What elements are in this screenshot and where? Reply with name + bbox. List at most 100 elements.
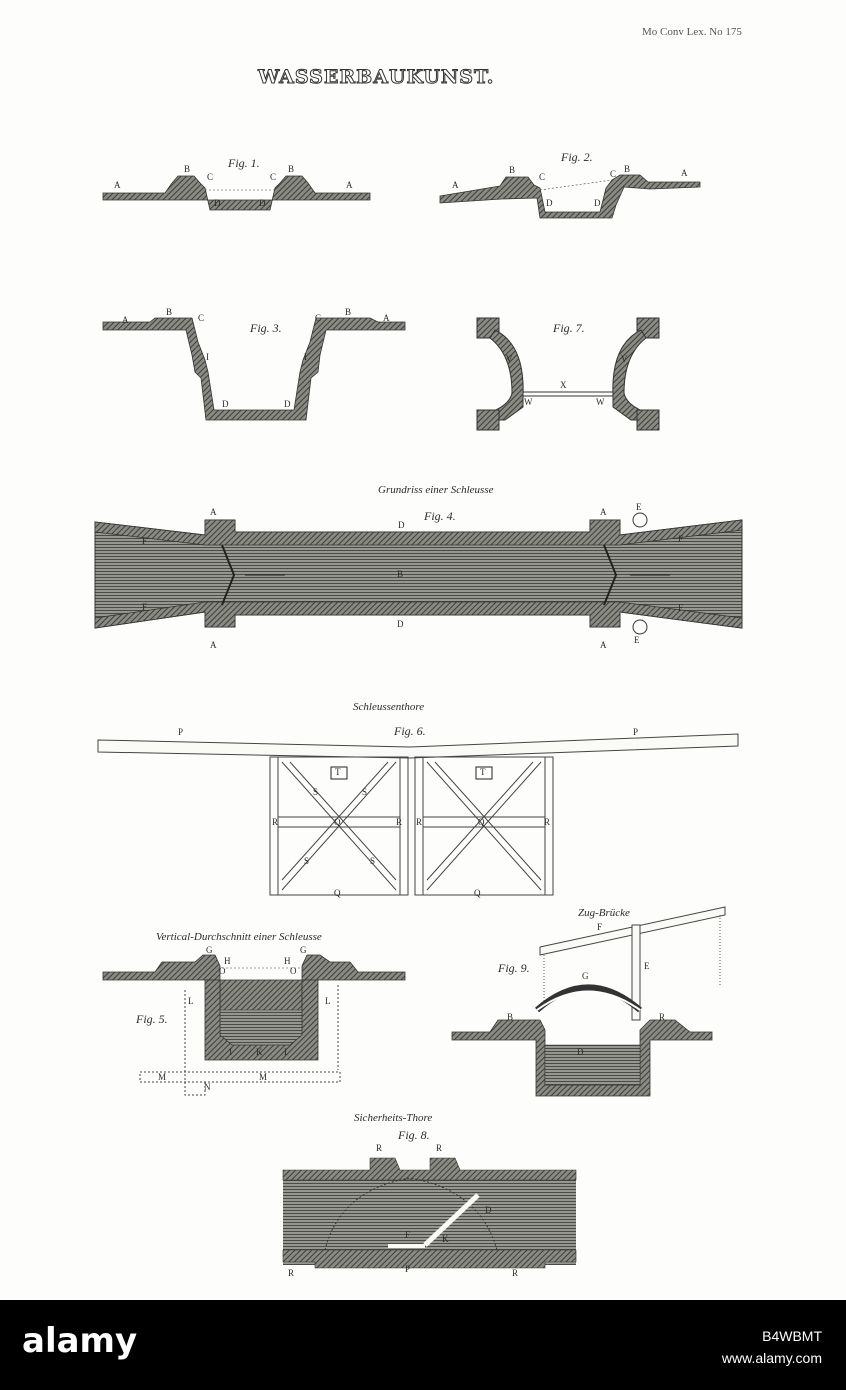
engraving-plate: WASSERBAUKUNST. Mo Conv Lex. No 175 Fig.… bbox=[94, 26, 743, 1278]
label-a: A bbox=[383, 313, 390, 323]
label-a: A bbox=[122, 315, 129, 325]
label-b: B bbox=[166, 307, 173, 317]
label-q: Q bbox=[334, 888, 341, 898]
label-s: S bbox=[313, 787, 319, 797]
fig8-safety-gates bbox=[282, 1157, 577, 1269]
label-h: H bbox=[224, 956, 231, 966]
plate-number: Mo Conv Lex. No 175 bbox=[642, 26, 742, 38]
label-c: C bbox=[270, 172, 277, 182]
label-d: D bbox=[398, 520, 405, 530]
label-r: R bbox=[272, 817, 279, 827]
fig5-heading: Vertical-Durchschnitt einer Schleusse bbox=[156, 931, 322, 943]
stock-url: www.alamy.com bbox=[721, 1350, 822, 1366]
label-n: N bbox=[204, 1082, 211, 1092]
label-v: V bbox=[506, 354, 513, 364]
label-h: H bbox=[284, 956, 291, 966]
label-q: Q bbox=[478, 817, 485, 827]
fig6-caption: Fig. 6. bbox=[394, 724, 426, 738]
label-c: C bbox=[315, 313, 322, 323]
fig8-heading: Sicherheits-Thore bbox=[354, 1112, 433, 1124]
fig3-canal-profile bbox=[102, 317, 406, 421]
fig2-water-line bbox=[539, 179, 613, 191]
label-b: B bbox=[624, 164, 631, 174]
label-b: B bbox=[345, 307, 352, 317]
label-d: D bbox=[546, 198, 553, 208]
label-k: K bbox=[256, 1047, 263, 1057]
label-o: O bbox=[290, 966, 297, 976]
fig4-caption: Fig. 4. bbox=[424, 509, 456, 523]
fig7-caption: Fig. 7. bbox=[553, 321, 585, 335]
stock-banner: alamy B4WBMT www.alamy.com bbox=[0, 1300, 846, 1390]
fig5-caption: Fig. 5. bbox=[136, 1012, 168, 1026]
label-p: P bbox=[405, 1264, 411, 1274]
fig9-caption: Fig. 9. bbox=[498, 961, 530, 975]
label-g: G bbox=[206, 945, 213, 955]
label-i: I bbox=[284, 1047, 287, 1057]
label-c: C bbox=[539, 172, 546, 182]
label-d: D bbox=[397, 619, 404, 629]
label-i: I bbox=[229, 1047, 232, 1057]
label-a: A bbox=[681, 168, 688, 178]
label-a: A bbox=[600, 507, 607, 517]
label-r: R bbox=[288, 1268, 295, 1278]
fig1-canal-profile bbox=[102, 175, 371, 211]
alamy-logo-text: alamy bbox=[22, 1321, 137, 1360]
label-a: A bbox=[114, 180, 121, 190]
label-g: G bbox=[582, 971, 589, 981]
image-code: B4WBMT bbox=[762, 1328, 822, 1344]
fig6-heading: Schleussenthore bbox=[353, 701, 425, 713]
fig1-caption: Fig. 1. bbox=[228, 156, 260, 170]
label-r: R bbox=[396, 817, 403, 827]
label-r: R bbox=[512, 1268, 519, 1278]
label-e: E bbox=[644, 961, 650, 971]
label-k: K bbox=[442, 1234, 449, 1244]
label-m: M bbox=[158, 1072, 167, 1082]
fig9-heading: Zug-Brücke bbox=[578, 907, 630, 919]
label-d: D bbox=[594, 198, 601, 208]
fig3-caption: Fig. 3. bbox=[250, 321, 282, 335]
label-d: D bbox=[222, 399, 229, 409]
label-d: D bbox=[214, 198, 221, 208]
plate-drawing bbox=[94, 174, 743, 1269]
fig4-heading: Grundriss einer Schleusse bbox=[378, 484, 494, 496]
label-r: R bbox=[436, 1143, 443, 1153]
label-l: L bbox=[188, 996, 194, 1006]
label-o: O bbox=[219, 966, 226, 976]
label-m: M bbox=[259, 1072, 268, 1082]
label-f: F bbox=[142, 536, 148, 546]
label-q: Q bbox=[334, 817, 341, 827]
label-s: S bbox=[304, 856, 310, 866]
plate-title: WASSERBAUKUNST. bbox=[257, 66, 495, 89]
fig2-caption: Fig. 2. bbox=[561, 150, 593, 164]
label-b: B bbox=[397, 569, 404, 579]
label-i: I bbox=[304, 352, 307, 362]
label-d: D bbox=[284, 399, 291, 409]
label-c: C bbox=[198, 313, 205, 323]
label-r: R bbox=[659, 1012, 666, 1022]
label-t: T bbox=[480, 767, 486, 777]
label-a: A bbox=[210, 640, 217, 650]
label-e: E bbox=[636, 502, 642, 512]
label-r: R bbox=[416, 817, 423, 827]
label-c: C bbox=[207, 172, 214, 182]
label-g: G bbox=[300, 945, 307, 955]
fig4-lock-plan bbox=[94, 512, 743, 635]
label-d: D bbox=[259, 198, 266, 208]
label-b: B bbox=[507, 1012, 514, 1022]
label-f: F bbox=[405, 1230, 411, 1240]
label-b: B bbox=[509, 165, 516, 175]
label-p: P bbox=[178, 727, 184, 737]
fig7-gate-recesses bbox=[476, 317, 660, 431]
label-l: L bbox=[325, 996, 331, 1006]
label-d: D bbox=[577, 1047, 584, 1057]
label-f: F bbox=[142, 602, 148, 612]
label-w: W bbox=[596, 397, 605, 407]
label-r: R bbox=[544, 817, 551, 827]
label-v: V bbox=[621, 354, 628, 364]
label-a: A bbox=[600, 640, 607, 650]
label-i: I bbox=[206, 352, 209, 362]
label-f: F bbox=[678, 603, 684, 613]
label-a: A bbox=[346, 180, 353, 190]
fig2-canal-profile bbox=[439, 174, 701, 219]
label-t: T bbox=[335, 767, 341, 777]
